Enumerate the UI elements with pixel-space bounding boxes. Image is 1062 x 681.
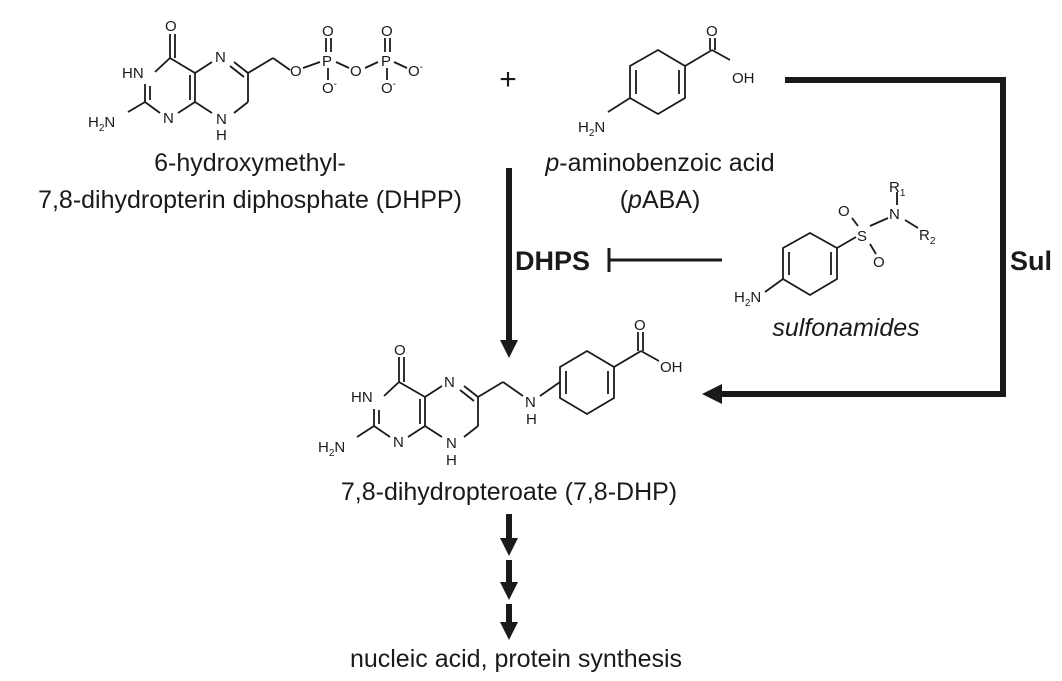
paba-name: p-aminobenzoic acid — [544, 149, 774, 177]
sulfonamide-n: N — [889, 206, 900, 223]
dhpp-p1: P — [322, 53, 332, 70]
dhpp-terminal-o-minus: O- — [408, 62, 423, 80]
dhpp-p2: P — [381, 53, 391, 70]
sul-enzyme-label: Sul — [1010, 246, 1052, 276]
dhp-o-carbonyl: O — [394, 342, 406, 359]
paba-h2n: H2N — [578, 119, 605, 139]
sulfonamide-inhibition-bar — [607, 248, 722, 272]
paba-o: O — [706, 23, 718, 40]
paba-structure: O OH H2N — [578, 23, 755, 139]
sulfonamide-h2n: H2N — [734, 289, 761, 309]
plus-sign: + — [499, 63, 517, 96]
dhp-n3: N — [393, 434, 404, 451]
downstream-product-name: nucleic acid, protein synthesis — [350, 645, 682, 673]
dhp-linker-n: N — [525, 394, 536, 411]
sulfonamide-s: S — [857, 228, 867, 245]
dhp-product-structure: O HN N H2N N N H N H O OH — [318, 317, 683, 469]
dhp-acid-oh: OH — [660, 359, 683, 376]
sulfonamide-r1: R1 — [889, 179, 906, 199]
dhpp-name-line-1: 6-hydroxymethyl- — [154, 149, 346, 177]
sul-bypass-arrow — [702, 77, 1006, 404]
dhpp-p1-o: O — [322, 23, 334, 40]
dhp-h2n: H2N — [318, 439, 345, 459]
dhpp-p1-o-minus: O- — [322, 79, 337, 97]
dhpp-h2n: H2N — [88, 114, 115, 134]
dhpp-o-carbonyl: O — [165, 18, 177, 35]
dhps-reaction-arrow — [500, 168, 518, 358]
dhps-enzyme-label: DHPS — [515, 246, 590, 276]
downstream-multistep-arrows — [500, 514, 518, 640]
dhpp-o-bridge: O — [350, 63, 362, 80]
dhpp-n5: N — [215, 49, 226, 66]
dhpp-p2-o-minus: O- — [381, 79, 396, 97]
dhpp-o-ester: O — [290, 63, 302, 80]
dhpp-n3: N — [163, 110, 174, 127]
dhp-product-name: 7,8-dihydropteroate (7,8-DHP) — [341, 478, 677, 506]
sulfonamide-o-bottom: O — [873, 254, 885, 271]
dhpp-nh-n: N — [216, 111, 227, 128]
dhpp-p2-o: O — [381, 23, 393, 40]
paba-abbr: (pABA) — [620, 186, 701, 214]
dhp-nh-n: N — [446, 435, 457, 452]
sulfonamide-structure: O S O N R1 R2 H2N — [734, 179, 936, 309]
dhpp-structure: O HN N H2N N N H O P O O- O P O O- O- — [88, 18, 423, 144]
dhpp-hn: HN — [122, 65, 144, 82]
dhp-linker-h: H — [526, 411, 537, 428]
dhpp-name-line-2: 7,8-dihydropterin diphosphate (DHPP) — [38, 186, 462, 214]
dhp-nh-h: H — [446, 452, 457, 469]
dhpp-nh-h: H — [216, 127, 227, 144]
sulfonamides-label: sulfonamides — [772, 314, 919, 342]
sulfonamide-r2: R2 — [919, 227, 936, 247]
sulfonamide-o-top: O — [838, 203, 850, 220]
paba-oh: OH — [732, 70, 755, 87]
dhp-hn: HN — [351, 389, 373, 406]
dhp-acid-o: O — [634, 317, 646, 334]
dhp-n5: N — [444, 374, 455, 391]
